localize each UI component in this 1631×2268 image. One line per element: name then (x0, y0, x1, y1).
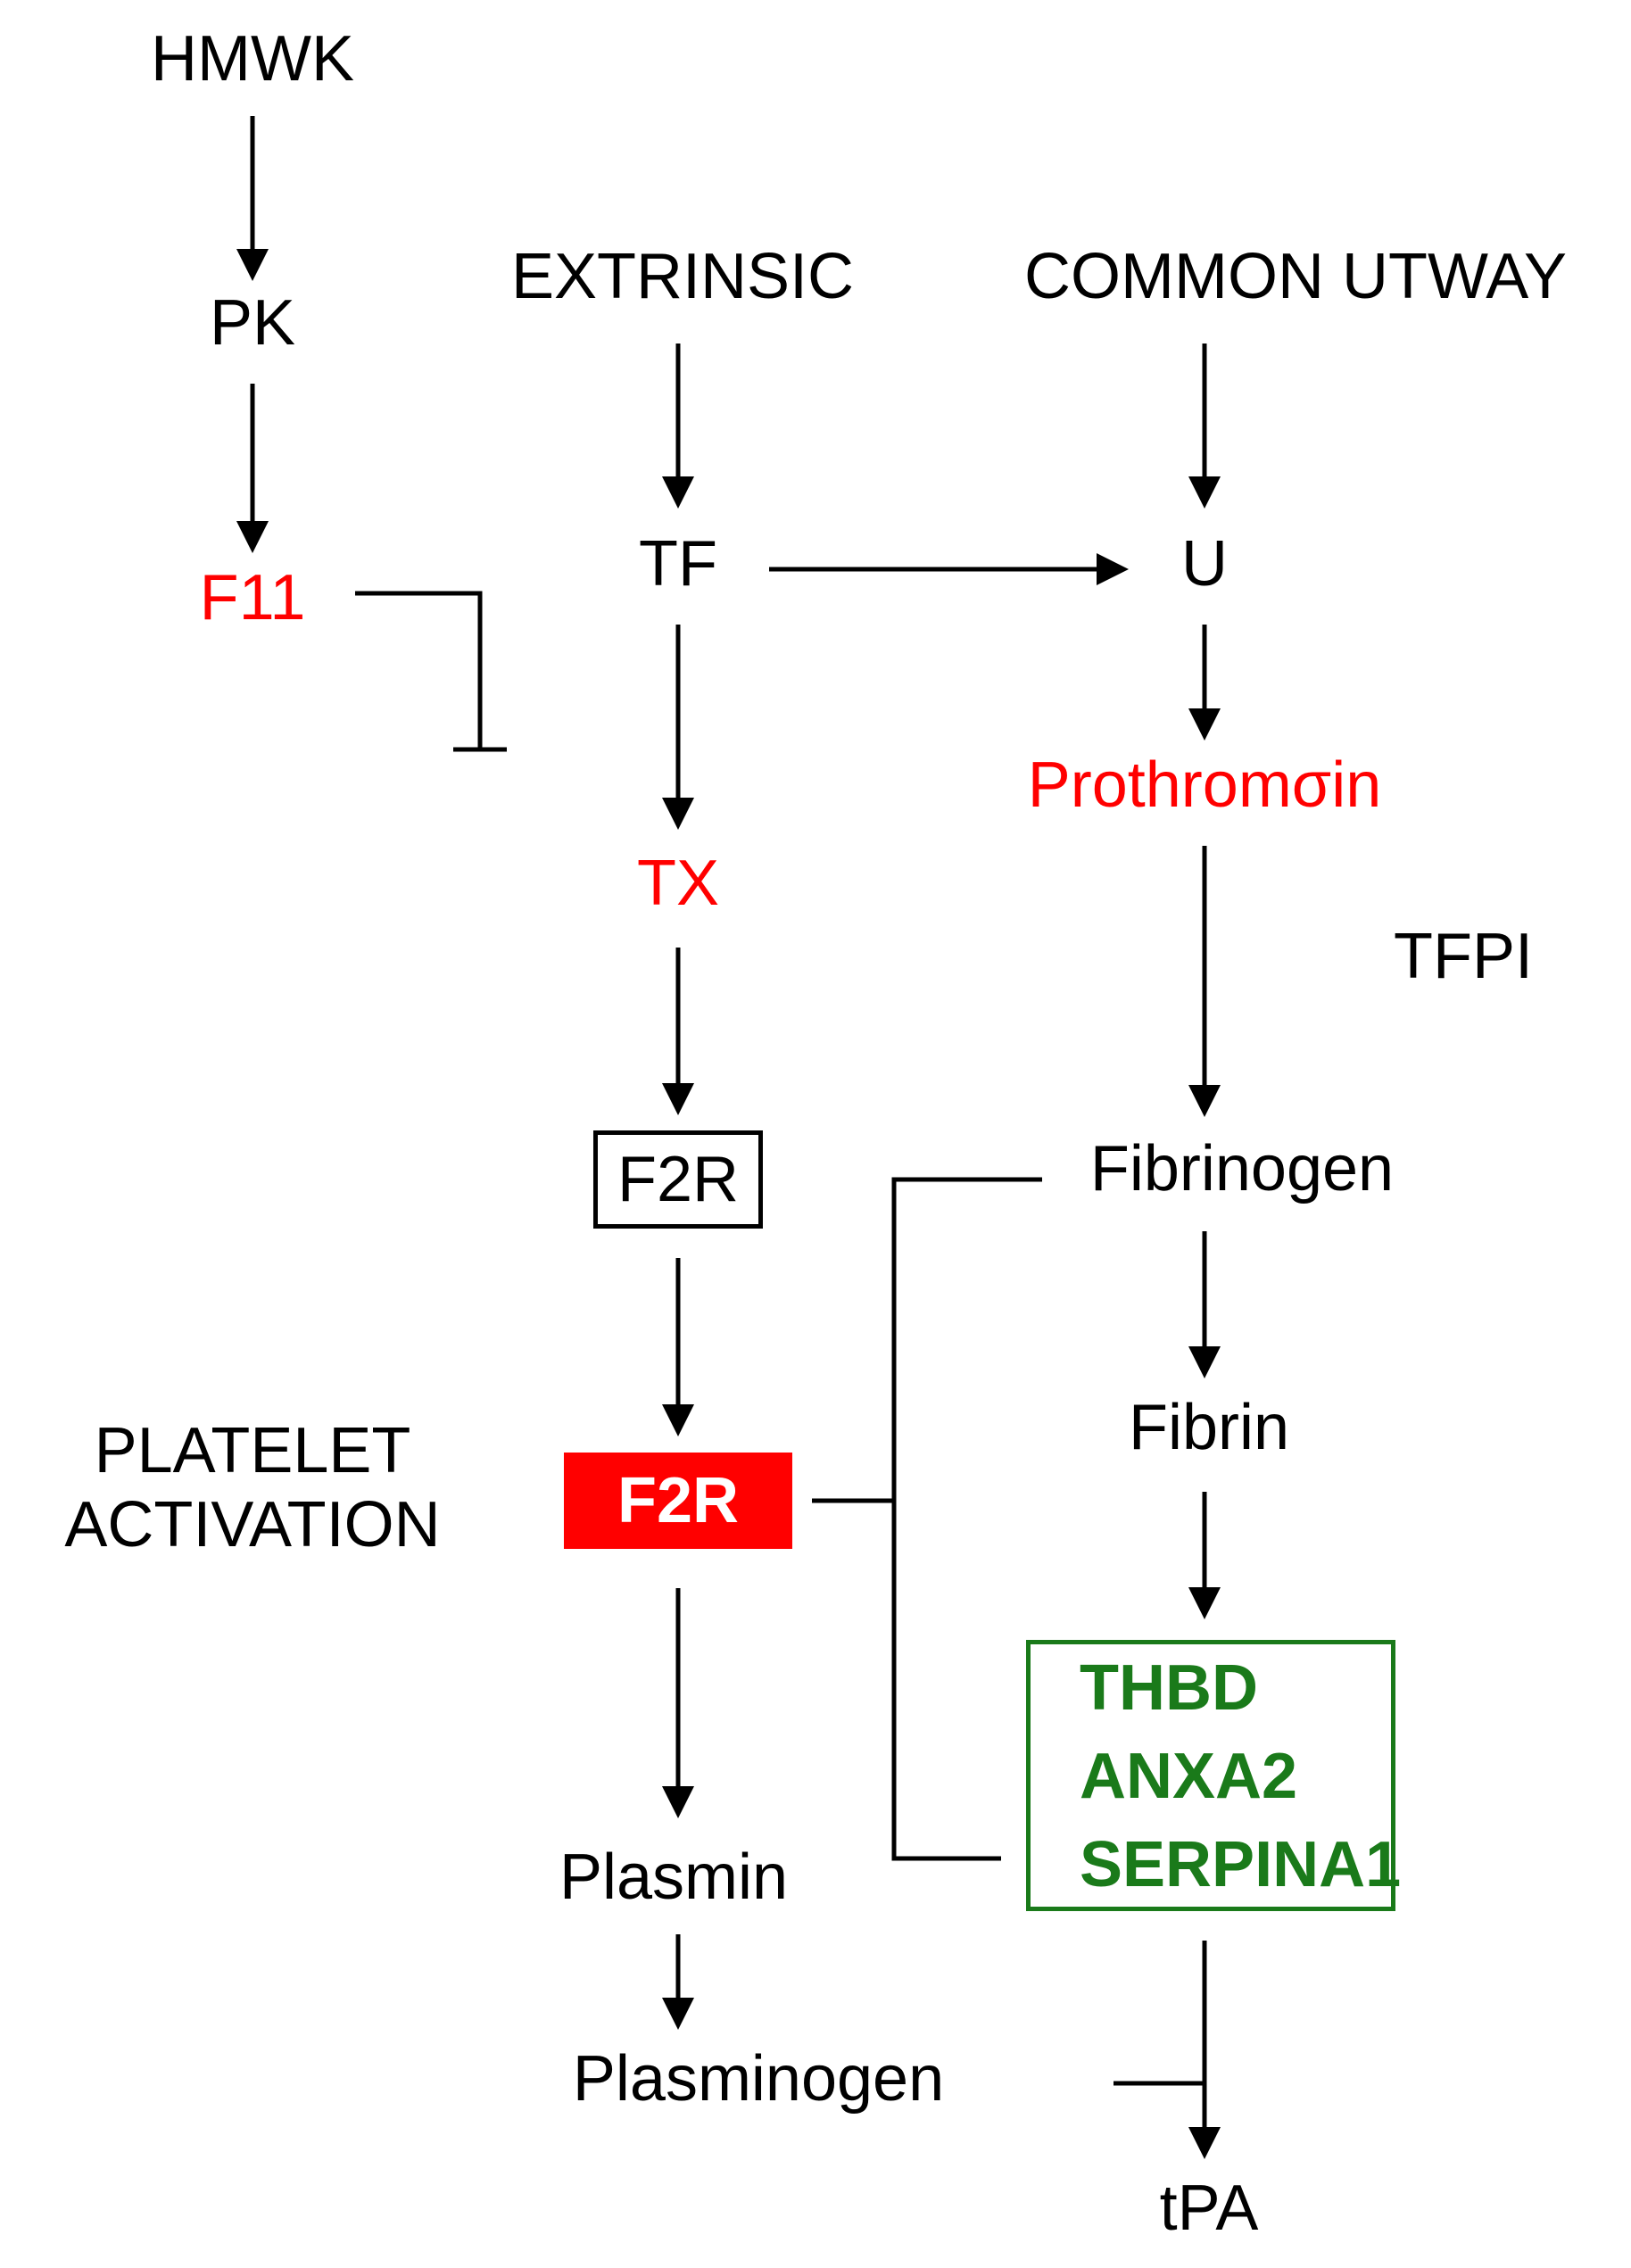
edge-prothrombin-fibrinogen-head (1188, 1085, 1221, 1117)
edge-f11-inhibit (355, 591, 483, 749)
edge-fibrinogen-fibrin-head (1188, 1346, 1221, 1378)
edge-f2rfilled-plasmin-head (662, 1786, 694, 1818)
node-tf: TF (639, 528, 717, 600)
node-pk: PK (209, 287, 296, 359)
edge-f2r-f2rfilled-head (662, 1404, 694, 1436)
gene-group-box (1026, 1640, 1395, 1911)
gene-anxa2: ANXA2 (1080, 1741, 1298, 1812)
edge-plasmin-plasminogen-head (662, 1998, 694, 2030)
edge-genebox-tpa-head (1188, 2127, 1221, 2159)
edge-tf-u-head (1097, 553, 1129, 585)
node-f2r-filled: F2R (563, 1453, 793, 1549)
platelet-activation-line2: ACTIVATION (64, 1489, 441, 1560)
node-f2r-outlined: F2R (592, 1130, 764, 1229)
edge-common-u-head (1188, 476, 1221, 509)
node-tpa: tPA (1159, 2173, 1259, 2244)
edge-tf-tx-head (662, 798, 694, 830)
node-u: U (1181, 528, 1228, 600)
node-prothrombin: Prothromσin (1027, 749, 1382, 821)
node-tx: TX (636, 848, 720, 919)
node-plasminogen: Plasminogen (572, 2043, 945, 2115)
node-fibrin: Fibrin (1128, 1392, 1290, 1463)
edge-extrinsic-tf-head (662, 476, 694, 509)
node-tfpi: TFPI (1394, 921, 1533, 992)
node-extrinsic: EXTRINSIC (510, 241, 855, 312)
edge-hmwk-pk-head (236, 249, 269, 281)
edge-pk-f11-head (236, 521, 269, 553)
edge-fibrin-genebox-head (1188, 1587, 1221, 1619)
edge-bracket (891, 1177, 1042, 1861)
gene-serpina1: SERPINA1 (1080, 1829, 1402, 1900)
node-common-pathway: COMMON UTWAY (1024, 241, 1567, 312)
node-plasmin: Plasmin (559, 1842, 789, 1913)
node-fibrinogen: Fibrinogen (1089, 1133, 1395, 1204)
node-f11: F11 (199, 562, 306, 633)
platelet-activation-line1: PLATELET (94, 1415, 411, 1487)
node-hmwk: HMWK (151, 23, 354, 95)
edge-tx-f2r-head (662, 1083, 694, 1115)
node-platelet-activation: PLATELET ACTIVATION (64, 1414, 440, 1562)
gene-thbd: THBD (1080, 1652, 1258, 1724)
edge-u-prothrombin-head (1188, 708, 1221, 741)
